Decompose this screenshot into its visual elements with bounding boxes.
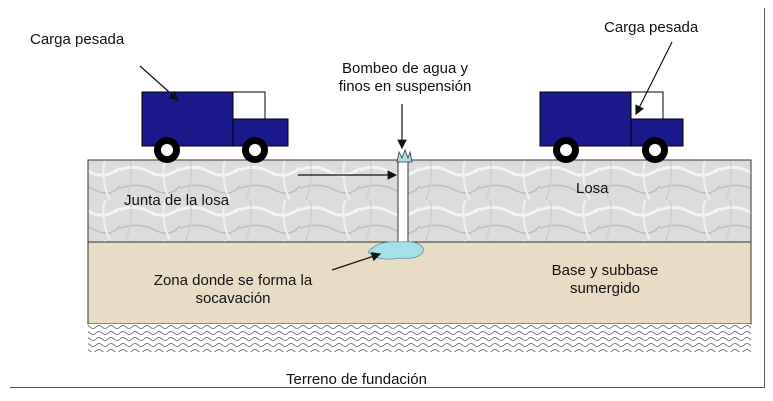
water-pumping-icon	[396, 148, 413, 163]
arrow-scour	[331, 252, 382, 271]
label-slab: Losa	[576, 180, 609, 197]
label-load-right: Carga pesada	[604, 19, 699, 36]
label-base: Base y subbase sumergido	[520, 262, 690, 298]
slab-joint	[397, 159, 409, 245]
label-pumping: Bombeo de agua y finos en suspensión	[300, 60, 510, 96]
label-joint: Junta de la losa	[124, 192, 230, 209]
diagram-frame	[10, 8, 765, 388]
label-base-line1: Base y subbase	[551, 262, 659, 279]
subgrade-layer	[88, 324, 751, 352]
label-base-line2: sumergido	[569, 280, 641, 297]
label-load-left: Carga pesada	[30, 31, 125, 48]
label-scour: Zona donde se forma la socavación	[118, 272, 348, 308]
scour-zone	[367, 241, 425, 260]
slab-layer	[87, 159, 752, 243]
arrow-load-left	[139, 65, 179, 101]
label-pumping-line2: finos en suspensión	[338, 78, 472, 95]
label-subgrade: Terreno de fundación	[286, 371, 427, 388]
label-scour-line2: socavación	[195, 290, 271, 307]
label-scour-line1: Zona donde se forma la	[153, 272, 313, 289]
truck-right	[539, 91, 684, 163]
truck-left	[141, 91, 289, 163]
arrow-load-right	[635, 41, 673, 116]
label-pumping-line1: Bombeo de agua y	[342, 60, 468, 77]
